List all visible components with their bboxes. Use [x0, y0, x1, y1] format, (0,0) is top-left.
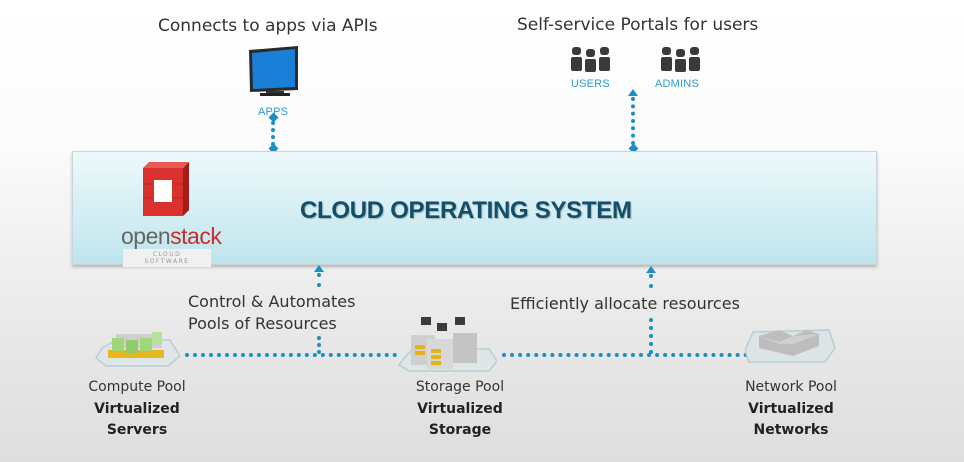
admins-icon	[661, 47, 701, 77]
openstack-wordmark-open: open	[121, 223, 171, 249]
compute-pool-line2: Servers	[106, 422, 168, 438]
storage-pool-icon	[397, 317, 498, 377]
control-arrow	[314, 265, 324, 272]
apps-label: APPS	[258, 106, 288, 118]
admins-label: ADMINS	[655, 78, 699, 90]
control-label: Control & Automates Pools of Resources	[188, 291, 355, 335]
network-pool: Network Pool Virtualized Networks	[711, 379, 871, 441]
compute-storage-link	[185, 353, 397, 357]
control-label-line1: Control & Automates	[188, 292, 356, 311]
storage-pool: Storage Pool Virtualized Storage	[380, 379, 540, 441]
storage-pool-line1: Virtualized	[417, 401, 503, 417]
compute-pool-icon	[92, 328, 182, 374]
users-label: USERS	[571, 78, 610, 90]
monitor-icon	[246, 44, 302, 102]
cloud-os-panel	[72, 151, 877, 265]
openstack-tagline: CLOUD SOFTWARE	[123, 249, 211, 267]
network-pool-icon	[744, 326, 837, 370]
portal-connector	[631, 97, 639, 145]
panel-title: CLOUD OPERATING SYSTEM	[300, 197, 632, 224]
portals-heading: Self-service Portals for users	[517, 15, 759, 35]
control-connector-upper	[317, 273, 325, 287]
compute-pool: Compute Pool Virtualized Servers	[57, 379, 217, 441]
compute-pool-line1: Virtualized	[94, 401, 180, 417]
network-pool-line1: Virtualized	[748, 401, 834, 417]
allocate-arrow	[646, 266, 656, 273]
allocate-connector-lower	[649, 318, 657, 354]
control-label-line2: Pools of Resources	[188, 314, 337, 333]
storage-network-link	[502, 353, 748, 357]
compute-pool-name: Compute Pool	[88, 379, 186, 395]
storage-pool-line2: Storage	[428, 422, 492, 438]
apps-heading: Connects to apps via APIs	[158, 16, 378, 36]
storage-pool-name: Storage Pool	[415, 379, 505, 395]
openstack-wordmark: openstack	[121, 223, 222, 250]
apps-connector	[271, 121, 279, 146]
users-icon	[571, 47, 611, 77]
portal-connector-arrow	[628, 89, 638, 96]
openstack-logo-icon	[135, 160, 191, 222]
control-connector-lower	[317, 336, 325, 354]
openstack-wordmark-stack: stack	[170, 223, 222, 249]
allocate-label: Efficiently allocate resources	[510, 294, 740, 313]
network-pool-name: Network Pool	[745, 379, 837, 395]
network-pool-line2: Networks	[753, 422, 829, 438]
allocate-connector-upper	[649, 274, 657, 288]
